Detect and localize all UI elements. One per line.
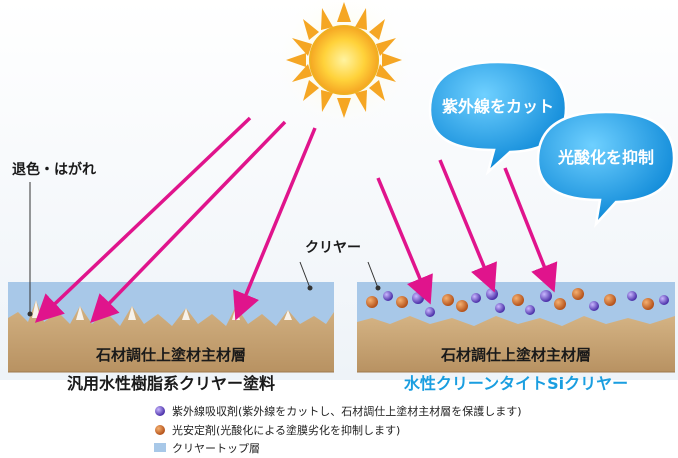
- bubble-uv-cut-text: 紫外線をカット: [442, 97, 554, 116]
- stone-label-right: 石材調仕上塗材主材層: [440, 346, 591, 364]
- clear-leader-right: [367, 261, 379, 289]
- title-right: 水性クリーンタイトSiクリヤー: [404, 374, 628, 393]
- stone-label-left: 石材調仕上塗材主材層: [95, 346, 246, 364]
- stone-layer-right: [357, 316, 675, 372]
- title-left: 汎用水性樹脂系クリヤー塗料: [67, 374, 275, 393]
- orange-dot-icon: [155, 425, 165, 435]
- uv-rays-right: [376, 159, 558, 305]
- purple-dot-icon: [155, 406, 165, 416]
- stone-layer-left: [8, 300, 334, 372]
- legend-item-absorber: 紫外線吸収剤(紫外線をカットし、石材調仕上塗材主材層を保護します): [172, 404, 522, 418]
- fading-label: 退色・はがれ: [12, 161, 96, 178]
- uv-rays-left: [34, 116, 317, 324]
- additive-particles: [366, 288, 669, 317]
- sun-icon: [274, 0, 414, 130]
- legend-item-stabilizer: 光安定剤(光酸化による塗膜劣化を抑制します): [172, 423, 400, 437]
- blue-square-icon: [154, 443, 166, 452]
- bubble-suppress-text: 光酸化を抑制: [557, 148, 654, 167]
- clear-leader-left: [299, 261, 311, 289]
- clear-label: クリヤー: [305, 240, 361, 256]
- bubble-suppress: 光酸化を抑制: [536, 110, 676, 228]
- legend: 紫外線吸収剤(紫外線をカットし、石材調仕上塗材主材層を保護します) 光安定剤(光…: [154, 404, 522, 455]
- bubble-uv-cut: 紫外線をカット: [428, 60, 568, 176]
- legend-item-topcoat: クリヤートップ層: [172, 442, 260, 455]
